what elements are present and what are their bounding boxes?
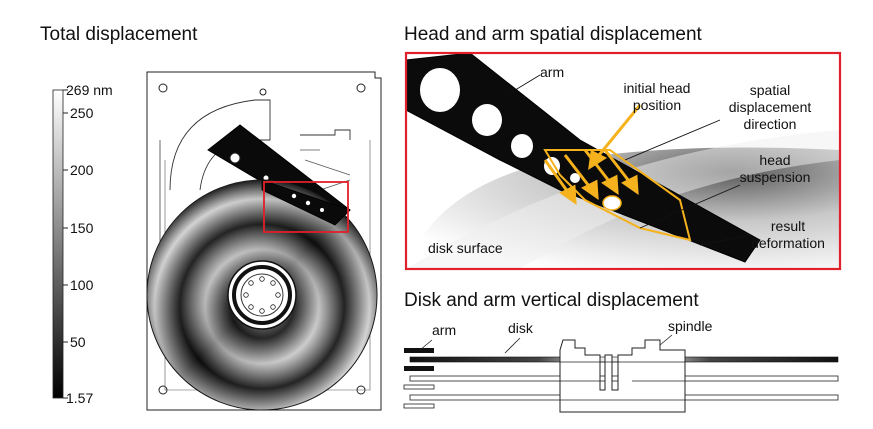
result-line2: deformation bbox=[751, 235, 825, 251]
disk-arm-displacement-title: Disk and arm vertical displacement bbox=[404, 290, 699, 311]
screw-hole bbox=[158, 83, 168, 93]
colorbar-tick: 200 bbox=[70, 162, 94, 178]
colorbar-max-label: 269 nm bbox=[66, 82, 113, 98]
spindle-shape bbox=[559, 339, 686, 413]
arm-bar bbox=[404, 366, 434, 371]
disk-surface-label: disk surface bbox=[428, 240, 503, 256]
colorbar-tick: 50 bbox=[70, 334, 86, 350]
spatial-line3: direction bbox=[743, 116, 797, 132]
spatial-line2: displacement bbox=[728, 99, 812, 115]
result-line1: result bbox=[770, 218, 806, 234]
zoom-highlight-box bbox=[263, 181, 349, 233]
spatial-line1: spatial bbox=[749, 82, 791, 98]
initial-head-line1: initial head bbox=[623, 80, 691, 96]
head-line2: suspension bbox=[739, 169, 811, 185]
section-arm-label: arm bbox=[432, 322, 457, 338]
colorbar-tick: 100 bbox=[70, 277, 94, 293]
inset-arm-label: arm bbox=[540, 64, 565, 80]
arm-bar bbox=[404, 348, 434, 353]
head-arm-displacement-title: Head and arm spatial displacement bbox=[404, 24, 702, 45]
spatial-displacement-direction-label: spatial displacement direction bbox=[720, 82, 820, 133]
initial-head-position-label: initial head position bbox=[612, 80, 702, 114]
result-deformation-label: result deformation bbox=[738, 218, 838, 252]
colorbar-tick: 150 bbox=[70, 220, 94, 236]
inset-frame bbox=[404, 51, 842, 271]
head-suspension-label: head suspension bbox=[730, 152, 820, 186]
colorbar-gradient bbox=[52, 89, 64, 399]
head-line1: head bbox=[759, 152, 791, 168]
screw-hole bbox=[356, 83, 366, 93]
colorbar-min-label: 1.57 bbox=[66, 390, 94, 406]
initial-head-line2: position bbox=[632, 97, 682, 113]
section-disk-label: disk bbox=[508, 320, 533, 336]
total-displacement-title: Total displacement bbox=[40, 24, 198, 45]
section-spindle-label: spindle bbox=[668, 318, 713, 334]
colorbar-tick: 250 bbox=[70, 105, 94, 121]
